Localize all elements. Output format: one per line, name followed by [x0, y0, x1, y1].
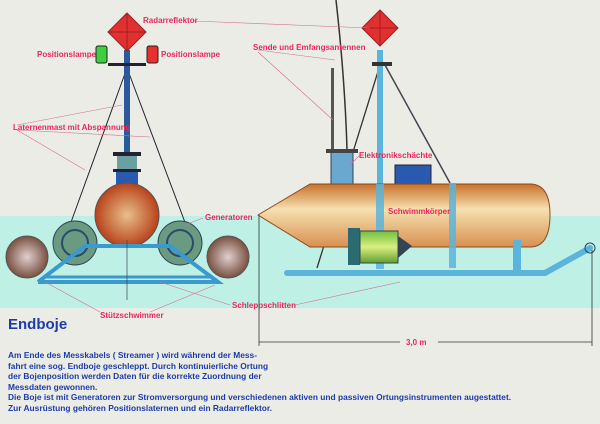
generator-icon [52, 220, 98, 266]
electronics-shaft [330, 151, 354, 185]
label-radar: Radarreflektor [143, 16, 198, 25]
label-generators: Generatoren [205, 213, 253, 222]
description-line: Die Boje ist mit Generatoren zur Stromve… [8, 392, 512, 403]
page-title: Endboje [8, 316, 68, 333]
electronics-box [394, 164, 432, 186]
label-lamp-left: Positionslampe [37, 50, 97, 59]
label-floats: Stützschwimmer [100, 311, 164, 320]
float-body [257, 183, 551, 248]
red-lamp-icon [146, 45, 159, 64]
description-line: Messdaten gewonnen. [8, 381, 98, 392]
antenna-icon [331, 68, 334, 150]
description-line: Zur Ausrüstung gehören Positionslaternen… [8, 402, 273, 413]
description-line: fahrt eine sog. Endboje geschleppt. Durc… [8, 360, 269, 371]
label-body: Schwimmkörper [388, 207, 450, 216]
label-sled: Schleppschlitten [232, 301, 296, 310]
leader-lines [16, 20, 401, 313]
description-line: Am Ende des Messkabels ( Streamer ) wird… [8, 350, 258, 360]
generator-motor [359, 230, 399, 264]
front-view-buoy [5, 12, 250, 300]
side-view-buoy [257, 0, 596, 276]
green-lamp-icon [95, 45, 108, 64]
label-antennas: Sende und Emfangsantennen [253, 43, 366, 52]
label-lamp-right: Positionslampe [161, 50, 221, 59]
buoy-sphere [94, 182, 160, 248]
label-electronics: Elektronikschächte [359, 151, 433, 160]
support-float-icon [206, 235, 250, 279]
description: Am Ende des Messkabels ( Streamer ) wird… [8, 350, 511, 414]
tow-sled [284, 245, 593, 276]
support-float-icon [5, 235, 49, 279]
generator-icon [157, 220, 203, 266]
label-mast: Laternenmast mit Abspannung [13, 123, 131, 132]
description-line: der Bojenposition werden Daten für die k… [8, 371, 262, 382]
dimension-line: 3,0 m [258, 215, 593, 347]
dimension-label: 3,0 m [406, 338, 426, 347]
